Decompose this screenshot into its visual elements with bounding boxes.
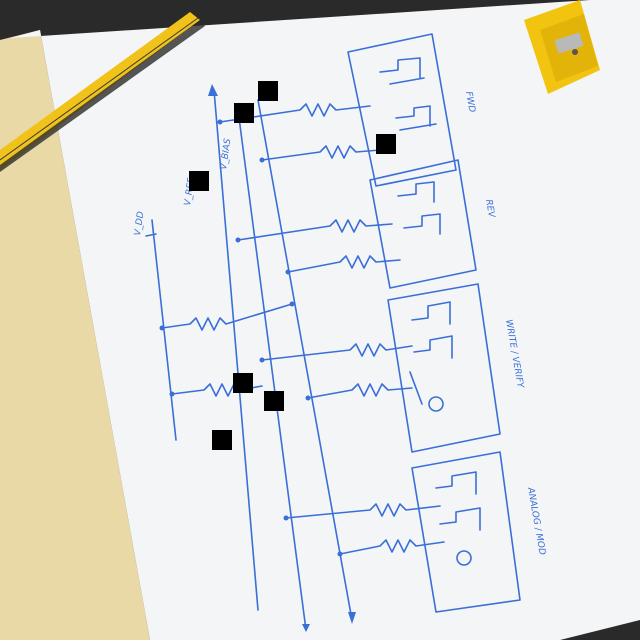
label-bus-left: V_DD	[133, 211, 146, 237]
label-block1: FWD	[463, 91, 477, 113]
label-bus-mid2: V_BIAS	[219, 138, 233, 171]
pencil-icon	[0, 12, 205, 172]
noise-squares	[189, 81, 396, 450]
board-strip	[0, 30, 150, 640]
paper-sheet	[10, 0, 640, 640]
sharpener-icon	[524, 0, 600, 94]
label-block2: REV	[483, 199, 496, 219]
